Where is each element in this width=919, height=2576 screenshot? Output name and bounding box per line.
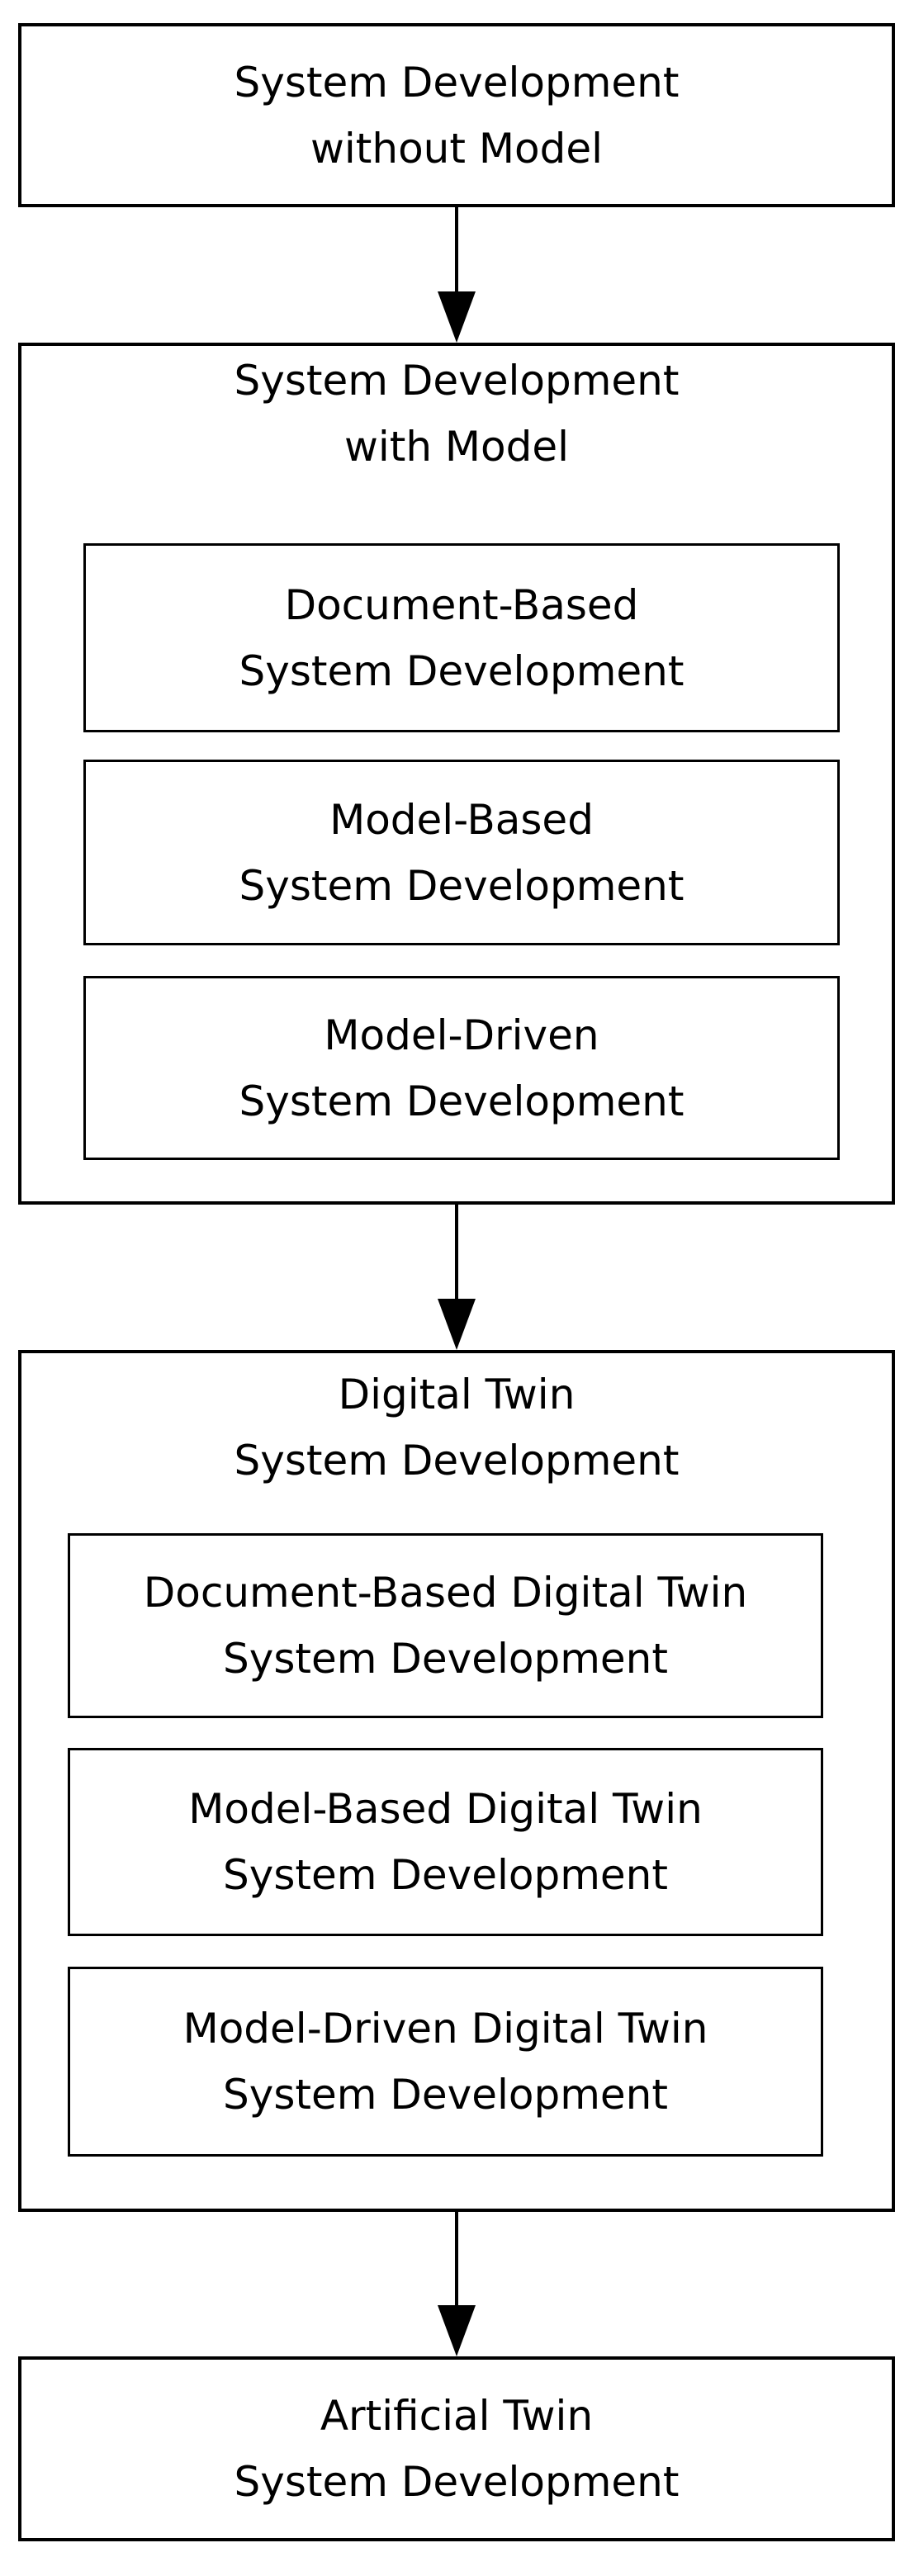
stage-box-artificial-twin-system-development: Artificial Twin System Development xyxy=(18,2356,895,2541)
down-arrow-head xyxy=(438,291,476,343)
sub-box-line2: System Development xyxy=(239,1077,685,1125)
sub-box-line2: System Development xyxy=(223,1851,668,1899)
sub-box-line1: Model-Based Digital Twin xyxy=(188,1785,703,1833)
stage-title-line1: System Development xyxy=(234,357,680,405)
sub-box-document-based-digital-twin-system-development: Document-Based Digital Twin System Devel… xyxy=(68,1533,823,1718)
down-arrow-stem xyxy=(455,1205,458,1305)
stage-title-line1: System Development xyxy=(234,58,680,107)
down-arrow-head xyxy=(438,1299,476,1350)
sub-box-line2: System Development xyxy=(239,646,685,695)
sub-box-model-driven-system-development: Model-Driven System Development xyxy=(83,976,840,1160)
sub-box-line2: System Development xyxy=(223,2071,668,2119)
sub-box-document-based-system-development: Document-Based System Development xyxy=(83,543,840,732)
sub-box-line2: System Development xyxy=(239,861,685,910)
down-arrow-head xyxy=(438,2305,476,2356)
stage-title-line2: with Model xyxy=(343,423,570,471)
stage-title-line1: Digital Twin xyxy=(338,1371,576,1418)
sub-box-model-based-system-development: Model-Based System Development xyxy=(83,760,840,945)
down-arrow-stem xyxy=(455,207,458,297)
sub-box-line1: Model-Based xyxy=(329,795,594,844)
stage-title-line2: System Development xyxy=(234,2458,680,2506)
stage-box-system-development-without-model: System Development without Model xyxy=(18,23,895,207)
stage-title: System Development with Model xyxy=(18,348,895,480)
stage-title-line2: System Development xyxy=(234,1437,680,1485)
sub-box-line2: System Development xyxy=(223,1635,668,1683)
sub-box-line1: Document-Based xyxy=(284,580,639,629)
sub-box-model-driven-digital-twin-system-development: Model-Driven Digital Twin System Develop… xyxy=(68,1967,823,2157)
stage-title-line2: without Model xyxy=(310,124,603,173)
sub-box-line1: Model-Driven Digital Twin xyxy=(182,2005,708,2053)
stage-title: Digital Twin System Development xyxy=(18,1361,895,1494)
sub-box-line1: Model-Driven xyxy=(324,1011,599,1059)
down-arrow-stem xyxy=(455,2212,458,2312)
sub-box-model-based-digital-twin-system-development: Model-Based Digital Twin System Developm… xyxy=(68,1748,823,1936)
sub-box-line1: Document-Based Digital Twin xyxy=(143,1569,748,1617)
stage-title-line1: Artificial Twin xyxy=(320,2392,594,2440)
